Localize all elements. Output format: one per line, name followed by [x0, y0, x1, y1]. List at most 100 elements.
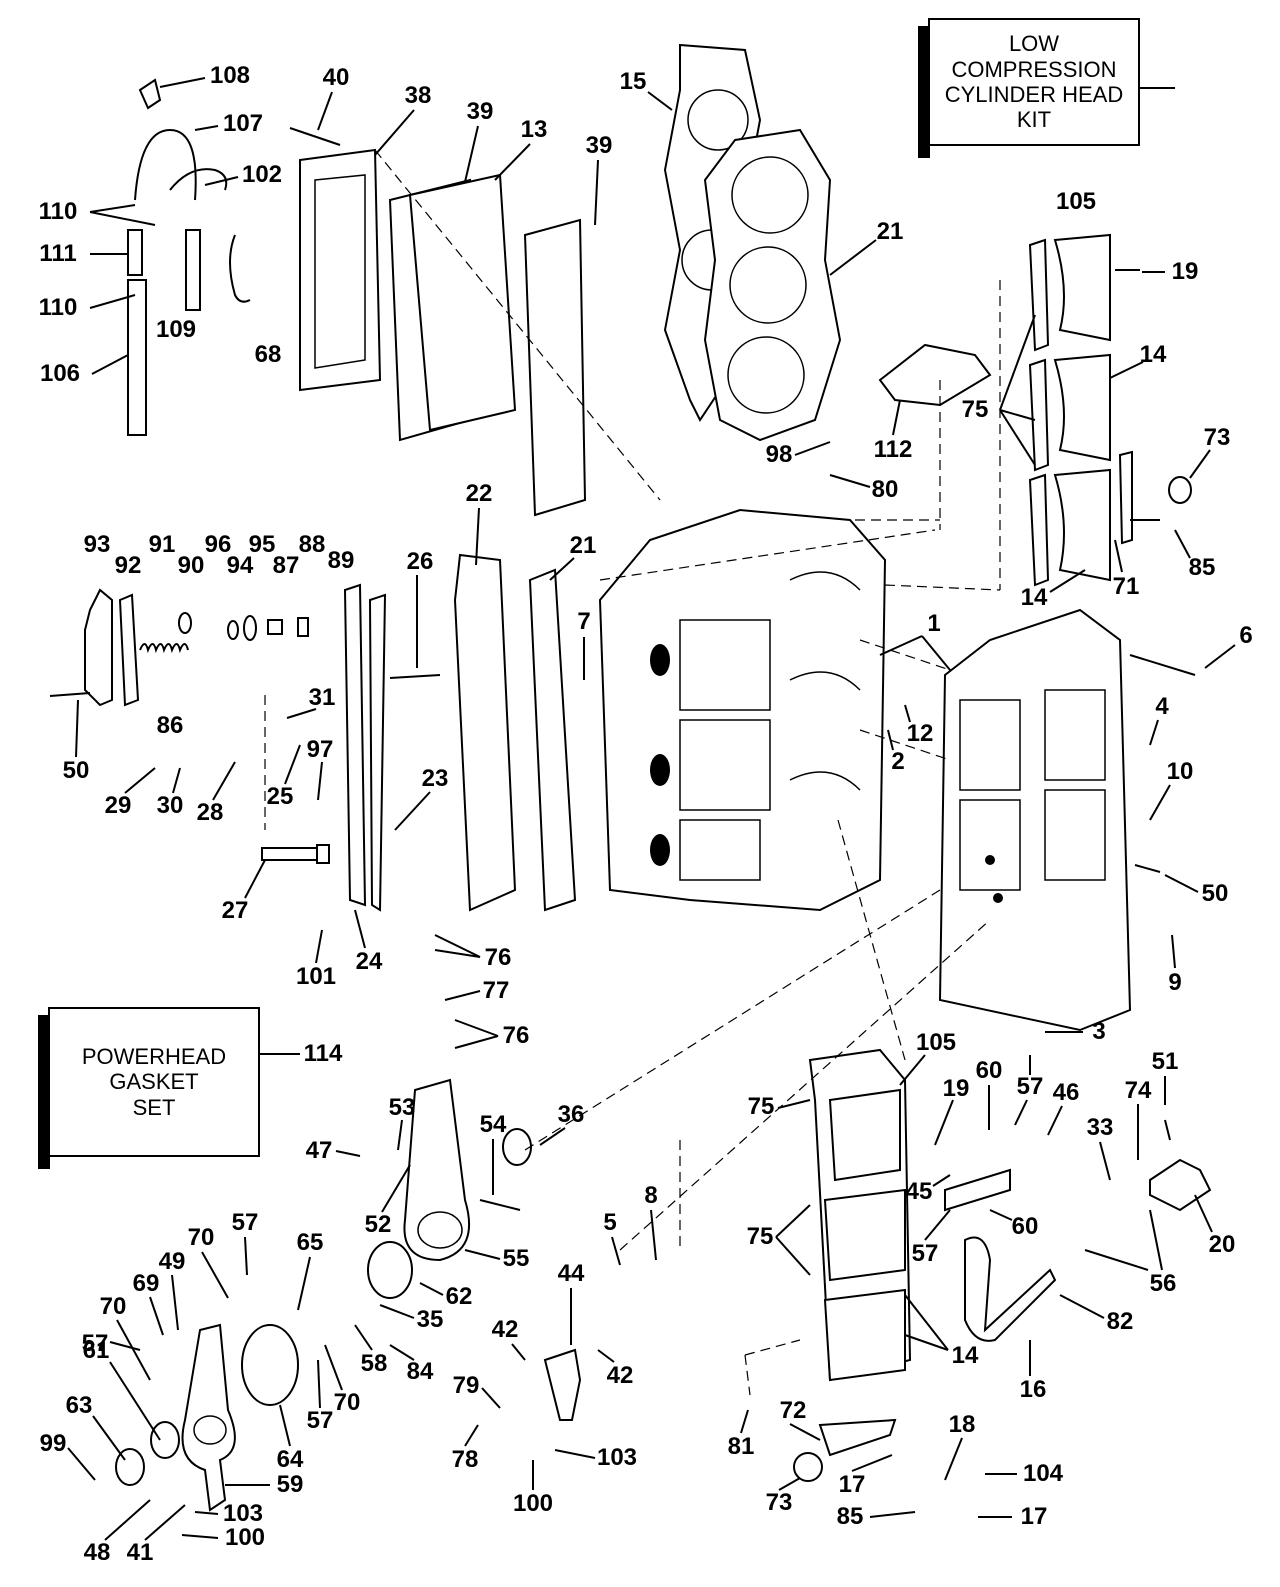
part-callout-33[interactable]: 33	[1086, 1114, 1114, 1141]
part-callout-99[interactable]: 99	[39, 1430, 67, 1457]
part-callout-20[interactable]: 20	[1208, 1231, 1236, 1258]
part-callout-90[interactable]: 90	[177, 552, 205, 579]
part-callout-57[interactable]: 57	[81, 1330, 109, 1357]
part-callout-59[interactable]: 59	[276, 1471, 304, 1498]
part-callout-103[interactable]: 103	[596, 1444, 638, 1471]
part-callout-87[interactable]: 87	[272, 552, 300, 579]
part-callout-75[interactable]: 75	[961, 396, 989, 423]
hose-assembly[interactable]	[127, 78, 251, 436]
part-callout-21[interactable]: 21	[569, 532, 597, 559]
part-callout-16[interactable]: 16	[1019, 1376, 1047, 1403]
part-callout-31[interactable]: 31	[308, 684, 336, 711]
cylinder-block[interactable]	[598, 508, 887, 912]
part-callout-60[interactable]: 60	[1011, 1213, 1039, 1240]
part-callout-70[interactable]: 70	[99, 1293, 127, 1320]
connecting-rod-upper[interactable]	[403, 1078, 471, 1262]
part-callout-68[interactable]: 68	[254, 341, 282, 368]
part-callout-35[interactable]: 35	[416, 1306, 444, 1333]
part-callout-63[interactable]: 63	[65, 1392, 93, 1419]
part-callout-82[interactable]: 82	[1106, 1308, 1134, 1335]
part-callout-85[interactable]: 85	[836, 1503, 864, 1530]
part-callout-112[interactable]: 112	[873, 436, 913, 463]
part-callout-48[interactable]: 48	[83, 1539, 111, 1566]
bracket[interactable]	[818, 1418, 897, 1457]
part-callout-23[interactable]: 23	[421, 765, 449, 792]
part-callout-50[interactable]: 50	[62, 757, 90, 784]
part-callout-17[interactable]: 17	[1020, 1503, 1048, 1530]
bearing-insert[interactable]	[150, 1421, 180, 1459]
part-callout-45[interactable]: 45	[905, 1178, 933, 1205]
reed-valve-assembly-top[interactable]	[1028, 233, 1192, 587]
part-callout-80[interactable]: 80	[871, 476, 899, 503]
part-callout-19[interactable]: 19	[1171, 258, 1199, 285]
part-callout-65[interactable]: 65	[296, 1229, 324, 1256]
part-callout-100[interactable]: 100	[512, 1490, 554, 1517]
part-callout-29[interactable]: 29	[104, 792, 132, 819]
part-callout-96[interactable]: 96	[204, 531, 232, 558]
part-callout-41[interactable]: 41	[126, 1539, 154, 1566]
transfer-cover-gasket[interactable]	[368, 593, 387, 912]
part-callout-22[interactable]: 22	[465, 480, 493, 507]
part-callout-71[interactable]: 71	[1112, 573, 1140, 600]
part-callout-57[interactable]: 57	[911, 1240, 939, 1267]
part-callout-77[interactable]: 77	[482, 977, 510, 1004]
part-callout-25[interactable]: 25	[266, 783, 294, 810]
part-callout-91[interactable]: 91	[148, 531, 176, 558]
part-callout-72[interactable]: 72	[779, 1397, 807, 1424]
part-callout-19[interactable]: 19	[942, 1075, 970, 1102]
connecting-rod-lower[interactable]	[181, 1323, 236, 1512]
part-callout-42[interactable]: 42	[491, 1316, 519, 1343]
part-callout-89[interactable]: 89	[327, 547, 355, 574]
part-callout-108[interactable]: 108	[209, 62, 251, 89]
crankcase[interactable]	[938, 608, 1132, 1032]
part-callout-69[interactable]: 69	[132, 1270, 160, 1297]
part-callout-49[interactable]: 49	[158, 1248, 186, 1275]
part-callout-75[interactable]: 75	[746, 1223, 774, 1250]
cylinder-cover[interactable]	[453, 553, 517, 912]
transfer-gasket[interactable]	[343, 583, 367, 907]
link-bracket[interactable]	[944, 1168, 1011, 1212]
part-callout-40[interactable]: 40	[322, 64, 350, 91]
part-callout-56[interactable]: 56	[1149, 1270, 1177, 1297]
part-callout-54[interactable]: 54	[479, 1111, 507, 1138]
part-callout-104[interactable]: 104	[1022, 1460, 1064, 1487]
piston-ring[interactable]	[241, 1324, 299, 1406]
part-callout-88[interactable]: 88	[298, 531, 326, 558]
part-callout-105[interactable]: 105	[1055, 188, 1097, 215]
part-callout-24[interactable]: 24	[355, 948, 383, 975]
throttle-shaft[interactable]	[964, 1236, 1057, 1342]
part-callout-1[interactable]: 1	[927, 610, 941, 637]
part-callout-51[interactable]: 51	[1151, 1048, 1179, 1075]
part-callout-5[interactable]: 5	[603, 1209, 617, 1236]
part-callout-30[interactable]: 30	[156, 792, 184, 819]
part-callout-79[interactable]: 79	[452, 1372, 480, 1399]
part-callout-109[interactable]: 109	[155, 316, 197, 343]
part-callout-14[interactable]: 14	[1139, 341, 1167, 368]
part-callout-78[interactable]: 78	[451, 1446, 479, 1473]
fuel-pump[interactable]	[84, 588, 309, 707]
part-callout-106[interactable]: 106	[39, 360, 81, 387]
part-callout-39[interactable]: 39	[585, 132, 613, 159]
part-callout-102[interactable]: 102	[241, 161, 283, 188]
part-callout-85[interactable]: 85	[1188, 554, 1216, 581]
part-callout-8[interactable]: 8	[644, 1182, 658, 1209]
part-callout-94[interactable]: 94	[226, 552, 254, 579]
part-callout-3[interactable]: 3	[1092, 1018, 1106, 1045]
part-callout-107[interactable]: 107	[222, 110, 264, 137]
part-callout-17[interactable]: 17	[838, 1471, 866, 1498]
part-callout-9[interactable]: 9	[1168, 969, 1182, 996]
part-callout-14[interactable]: 14	[951, 1342, 979, 1369]
bearing-cage[interactable]	[367, 1241, 413, 1299]
part-callout-6[interactable]: 6	[1239, 622, 1253, 649]
part-callout-2[interactable]: 2	[891, 748, 905, 775]
part-callout-110[interactable]: 110	[38, 198, 78, 225]
part-callout-21[interactable]: 21	[876, 218, 904, 245]
part-callout-28[interactable]: 28	[196, 799, 224, 826]
part-callout-7[interactable]: 7	[577, 608, 591, 635]
part-callout-57[interactable]: 57	[306, 1407, 334, 1434]
part-callout-26[interactable]: 26	[406, 548, 434, 575]
part-callout-60[interactable]: 60	[975, 1057, 1003, 1084]
part-callout-100[interactable]: 100	[224, 1524, 266, 1551]
part-callout-18[interactable]: 18	[948, 1411, 976, 1438]
cover-gasket[interactable]	[878, 343, 992, 407]
